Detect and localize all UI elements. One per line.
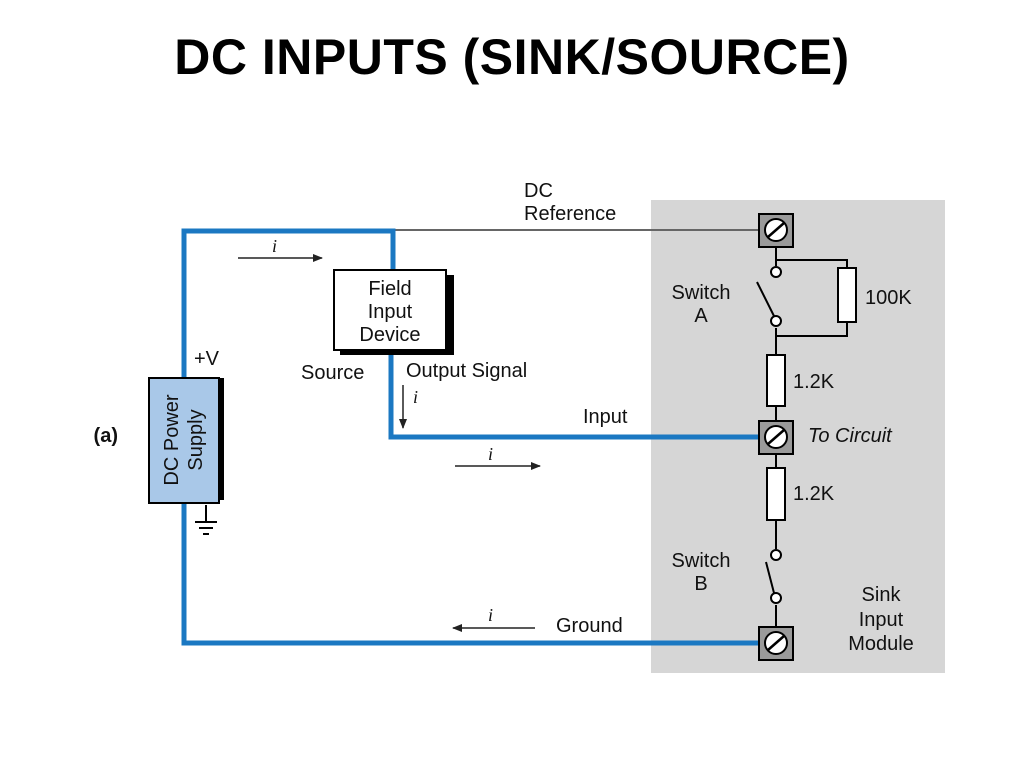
terminal-ground-icon bbox=[758, 626, 794, 661]
dc-reference-label-line2: Reference bbox=[524, 203, 616, 225]
output-signal-label: Output Signal bbox=[406, 360, 527, 382]
resistor-1k2-bottom-label: 1.2K bbox=[793, 483, 835, 505]
terminal-input-icon bbox=[758, 420, 794, 455]
module-label-line2: Input bbox=[859, 609, 904, 631]
power-supply-label-line1: DC Power bbox=[161, 394, 183, 485]
figure-label: (a) bbox=[94, 425, 118, 447]
field-device-label-line3: Device bbox=[359, 324, 420, 346]
plus-v-label: +V bbox=[194, 348, 220, 370]
dc-power-supply: DC Power Supply bbox=[148, 377, 224, 504]
current-label-top: i bbox=[272, 236, 277, 256]
ground-label: Ground bbox=[556, 615, 623, 637]
resistor-1k2-top-label: 1.2K bbox=[793, 371, 835, 393]
device-output-to-input-wire bbox=[388, 350, 760, 440]
source-label: Source bbox=[301, 362, 364, 384]
module-label-line1: Sink bbox=[862, 584, 902, 606]
field-device-label-line1: Field bbox=[368, 278, 411, 300]
to-circuit-label: To Circuit bbox=[808, 425, 893, 447]
switch-b-label-line1: Switch bbox=[672, 550, 731, 572]
switch-b-icon bbox=[765, 549, 782, 604]
dc-reference-label-line1: DC bbox=[524, 180, 553, 202]
slide-title: DC INPUTS (SINK/SOURCE) bbox=[174, 29, 850, 85]
switch-a-label-line2: A bbox=[694, 305, 708, 327]
blue-wiring bbox=[181, 228, 760, 646]
field-device-label-line2: Input bbox=[368, 301, 413, 323]
resistor-1k2-bottom-icon bbox=[766, 467, 786, 521]
module-label-line3: Module bbox=[848, 633, 914, 655]
resistor-100k-icon bbox=[837, 267, 857, 323]
power-supply-label-line2: Supply bbox=[185, 409, 207, 470]
switch-b-label-line2: B bbox=[694, 573, 707, 595]
field-input-device: Field Input Device bbox=[333, 269, 454, 355]
current-label-output: i bbox=[413, 387, 418, 407]
resistor-100k-label: 100K bbox=[865, 287, 912, 309]
ground-wire bbox=[181, 502, 760, 646]
current-label-middle: i bbox=[488, 444, 493, 464]
switch-a-icon bbox=[756, 266, 782, 327]
input-label: Input bbox=[583, 406, 628, 428]
switch-a-label-line1: Switch bbox=[672, 282, 731, 304]
earth-ground-icon bbox=[195, 505, 217, 535]
current-arrows bbox=[238, 254, 541, 632]
terminal-dc-reference-icon bbox=[758, 213, 794, 248]
supply-to-device-wire bbox=[181, 228, 396, 378]
resistor-1k2-top-icon bbox=[766, 354, 786, 407]
module-internal-wiring bbox=[775, 247, 848, 627]
current-label-ground: i bbox=[488, 605, 493, 625]
